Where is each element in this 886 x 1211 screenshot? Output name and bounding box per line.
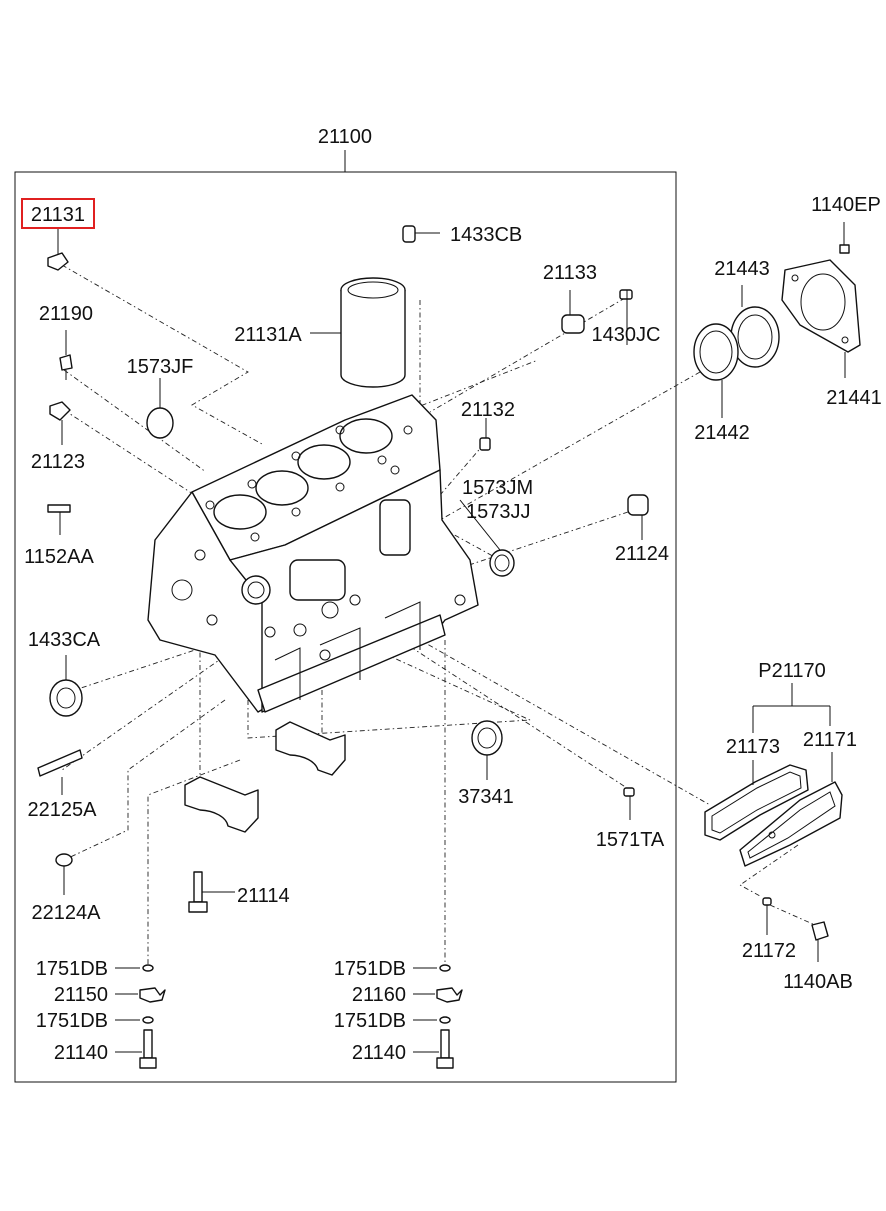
fasteners-left-column[interactable]	[115, 964, 166, 1069]
part-labels: 21131 1433CB 21133 1140EP 21443 21190 21…	[24, 194, 882, 1064]
plug-21133[interactable]	[561, 290, 585, 334]
part-label-1140ep[interactable]: 1140EP	[811, 194, 881, 216]
plug-bolt-21131[interactable]	[47, 228, 69, 271]
bolt-1140ep[interactable]	[839, 222, 850, 254]
gasket-21442[interactable]	[693, 323, 739, 418]
part-label-21140-right[interactable]: 21140	[352, 1042, 406, 1064]
bearing-cap-upper[interactable]	[275, 721, 346, 776]
part-label-1751db-right-2[interactable]: 1751DB	[334, 1010, 406, 1032]
part-label-1140ab[interactable]: 1140AB	[783, 971, 853, 993]
part-label-21173[interactable]: 21173	[726, 736, 780, 758]
part-label-1573jj[interactable]: 1573JJ	[466, 501, 531, 523]
seal-1433ca[interactable]	[49, 655, 83, 717]
gasket-21173[interactable]	[704, 760, 809, 841]
pin-1430jc[interactable]	[619, 289, 633, 345]
part-label-p21170[interactable]: P21170	[758, 660, 825, 682]
pin-1571ta[interactable]	[623, 787, 635, 820]
part-label-1433cb[interactable]: 1433CB	[450, 224, 522, 246]
plug-21123[interactable]	[49, 401, 71, 445]
cylinder-block[interactable]	[147, 394, 479, 713]
side-cover-21171[interactable]	[739, 752, 843, 867]
highlight-box	[21, 198, 95, 229]
part-label-21132[interactable]: 21132	[461, 399, 515, 421]
bore-2	[255, 470, 309, 506]
pin-21172[interactable]	[762, 897, 772, 935]
part-label-1571ta[interactable]: 1571TA	[596, 829, 665, 851]
part-label-21131a[interactable]: 21131A	[234, 324, 302, 346]
bolt-1140ab[interactable]	[811, 921, 829, 962]
part-label-21441[interactable]: 21441	[826, 387, 882, 409]
bore-3	[297, 444, 351, 480]
part-label-21124[interactable]: 21124	[615, 543, 669, 565]
part-label-22124a[interactable]: 22124A	[32, 902, 102, 924]
part-label-21140-left[interactable]: 21140	[54, 1042, 108, 1064]
part-label-21123[interactable]: 21123	[31, 451, 85, 473]
oil-jet-21132[interactable]	[479, 418, 491, 451]
bore-4	[339, 418, 393, 454]
part-label-1751db-left-1[interactable]: 1751DB	[36, 958, 108, 980]
part-label-21442[interactable]: 21442	[694, 422, 750, 444]
plug-22124a[interactable]	[55, 853, 73, 895]
part-label-37341[interactable]: 37341	[458, 786, 514, 808]
part-label-21114[interactable]: 21114	[237, 885, 290, 907]
seal-retainer-21441[interactable]	[781, 259, 861, 378]
stud-1152aa[interactable]	[47, 504, 71, 535]
bolt-21114[interactable]	[188, 871, 235, 913]
cylinder-liner-21131a[interactable]	[310, 277, 406, 388]
part-label-1152aa[interactable]: 1152AA	[24, 546, 94, 568]
part-label-1751db-right-1[interactable]: 1751DB	[334, 958, 406, 980]
sleeve-21124[interactable]	[627, 494, 649, 540]
part-label-21131[interactable]: 21131	[31, 204, 85, 226]
part-label-1751db-left-2[interactable]: 1751DB	[36, 1010, 108, 1032]
dowel-pin-1433cb[interactable]	[402, 225, 440, 243]
part-label-21171[interactable]: 21171	[803, 729, 857, 751]
part-label-1573jm[interactable]: 1573JM	[462, 477, 533, 499]
part-label-1573jf[interactable]: 1573JF	[127, 356, 194, 378]
bolt-21190[interactable]	[59, 330, 73, 380]
bearing-cap-lower[interactable]	[184, 776, 259, 833]
p21170-bracket	[752, 683, 831, 733]
plug-1573jf[interactable]	[146, 378, 174, 439]
stud-22125a[interactable]	[37, 749, 83, 795]
seal-37341[interactable]	[471, 720, 503, 780]
fasteners-right-column[interactable]	[413, 964, 463, 1069]
part-label-21443[interactable]: 21443	[714, 258, 770, 280]
assembly-number[interactable]: 21100	[318, 126, 372, 148]
part-label-21150[interactable]: 21150	[54, 984, 108, 1006]
part-label-22125a[interactable]: 22125A	[28, 799, 98, 821]
part-label-21133[interactable]: 21133	[543, 262, 597, 284]
bore-1	[213, 494, 267, 530]
part-label-21160[interactable]: 21160	[352, 984, 406, 1006]
part-label-1430jc[interactable]: 1430JC	[592, 324, 661, 346]
part-label-21190[interactable]: 21190	[39, 303, 93, 325]
part-label-1433ca[interactable]: 1433CA	[28, 629, 101, 651]
seal-1573jj[interactable]	[459, 499, 515, 577]
part-label-21172[interactable]: 21172	[742, 940, 796, 962]
